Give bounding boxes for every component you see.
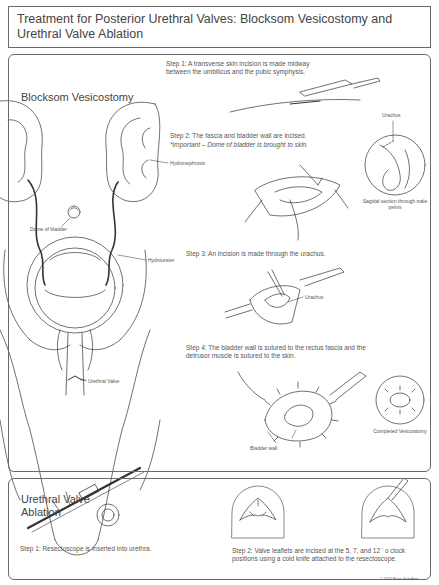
step-text: Step 2: Valve leaflets are incised at th… — [232, 547, 427, 563]
title-box: Treatment for Posterior Urethral Valves:… — [8, 6, 431, 48]
part-label: Dome of bladder — [30, 226, 80, 232]
section-panel: Urethral Valve Ablation — [8, 478, 431, 580]
part-label: Urethral Valve — [88, 378, 143, 384]
step-text: Step 1: A transverse skin incision is ma… — [166, 60, 326, 76]
part-label: Sagittal section through male pelvis — [360, 198, 430, 210]
step-text: Step 4: The bladder wall is sutured to t… — [186, 344, 366, 360]
section-panel: Blocksom Vesicostomy — [8, 54, 431, 472]
step-text: Step 2: The fascia and bladder wall are … — [170, 132, 360, 140]
section-heading: Urethral Valve Ablation — [21, 493, 121, 518]
part-label: Hydronephrosis — [170, 160, 230, 166]
note-text: *Important – Dome of bladder is brought … — [170, 141, 360, 149]
part-label: Urachus — [305, 294, 345, 300]
part-label: Urachus — [382, 112, 422, 118]
part-label: Hydroureter — [148, 257, 198, 263]
step-text: Step 3: An incision is made through the … — [186, 250, 366, 258]
section-heading: Blocksom Vesicostomy — [21, 91, 161, 104]
step-text: Step 1: Resectoscope is inserted into ur… — [20, 545, 170, 553]
title-text: Treatment for Posterior Urethral Valves:… — [9, 7, 430, 47]
part-label: Completed Vesicostomy — [372, 428, 428, 434]
part-label: Bladder wall — [250, 445, 300, 451]
copyright: © 2024 Elissa Schaffner — [380, 577, 435, 581]
